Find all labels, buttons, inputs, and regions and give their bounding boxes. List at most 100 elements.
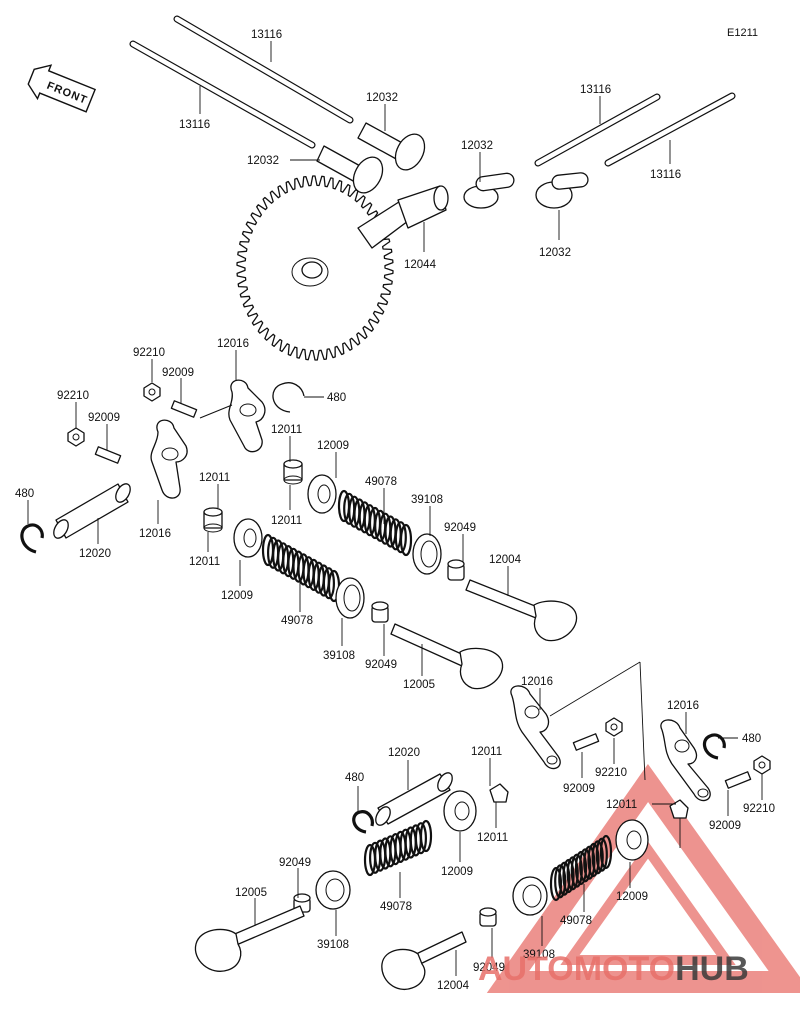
part-label: 12009 <box>317 440 349 452</box>
valve-spring <box>363 819 433 877</box>
push-rod <box>534 93 661 167</box>
part-label: 92049 <box>365 659 397 671</box>
spring-retainer <box>233 518 263 558</box>
part-label: 39108 <box>523 949 555 961</box>
part-label: 12020 <box>79 548 111 560</box>
part-label: 12009 <box>441 866 473 878</box>
rocker-arm <box>660 719 711 802</box>
watermark-text: AUTOMOTOHUB <box>478 950 749 988</box>
watermark-part2: MOTO <box>574 950 675 988</box>
valve-spring <box>261 533 341 603</box>
watermark-part3: HUB <box>675 950 749 988</box>
spring-coil <box>566 856 579 891</box>
part-label: 39108 <box>317 939 349 951</box>
front-arrow-icon: FRONT <box>27 64 97 113</box>
rocker-pivot <box>669 799 689 819</box>
part-label: 12009 <box>221 590 253 602</box>
part-label: 13116 <box>650 169 681 181</box>
exhaust-valve <box>381 931 467 990</box>
part-label: 39108 <box>411 494 443 506</box>
adjusting-screw <box>170 400 198 418</box>
rocker-shaft <box>53 483 131 539</box>
valve-spring <box>337 489 413 557</box>
spring-coil <box>554 864 567 899</box>
part-label: 39108 <box>323 650 355 662</box>
rocker-arm <box>199 379 266 453</box>
part-label: 12016 <box>139 528 171 540</box>
part-label: 13116 <box>580 84 611 96</box>
rocker-pivot <box>203 507 223 533</box>
spring-coil <box>570 853 583 888</box>
part-label: 12044 <box>404 259 437 271</box>
part-label: 12011 <box>271 515 302 527</box>
spring-retainer <box>443 790 477 832</box>
part-label: 92049 <box>444 522 476 534</box>
part-label: 92009 <box>88 412 120 424</box>
spring-coil <box>414 822 427 855</box>
nut <box>143 382 161 402</box>
spring-seat <box>315 870 351 910</box>
part-label: 49078 <box>281 615 313 627</box>
part-label: 12005 <box>235 887 267 899</box>
part-label: 12020 <box>388 747 420 759</box>
part-label: 480 <box>327 392 346 404</box>
part-label: 12032 <box>461 140 493 152</box>
spring-coil <box>587 842 600 878</box>
part-label: 92210 <box>743 803 775 815</box>
circlip <box>352 810 374 834</box>
part-label: 92009 <box>162 367 194 379</box>
part-label: 12004 <box>437 980 470 992</box>
rocker-pivot <box>283 459 303 485</box>
part-label: 92009 <box>709 820 741 832</box>
spring-coil <box>322 567 335 600</box>
spring-seat <box>335 577 365 619</box>
stem-seal <box>447 559 465 581</box>
valve-lifter <box>357 122 426 171</box>
part-label: 12005 <box>403 679 435 691</box>
spring-retainer <box>615 819 649 861</box>
valve-lifter <box>316 145 384 194</box>
valve-lifter <box>535 172 589 209</box>
rocker-shaft <box>375 772 453 826</box>
circlip <box>20 523 44 554</box>
circlip <box>272 382 305 413</box>
nut <box>605 717 623 737</box>
adjusting-screw <box>572 733 600 751</box>
part-label: 92210 <box>57 390 89 402</box>
stem-seal <box>479 907 497 927</box>
spring-seat <box>412 533 442 575</box>
spring-coil <box>583 845 596 880</box>
part-label: 12032 <box>247 155 279 167</box>
part-label: 12011 <box>471 746 502 758</box>
spring-coil <box>394 521 407 554</box>
push-rod <box>173 15 354 124</box>
part-label: 92210 <box>133 347 165 359</box>
part-label: 480 <box>15 488 34 500</box>
rocker-arm <box>150 419 188 499</box>
adjusting-screw <box>724 771 752 789</box>
spring-retainer <box>307 474 337 514</box>
push-rod <box>129 40 316 149</box>
valve-lifter <box>463 172 515 209</box>
part-label: 12032 <box>539 247 571 259</box>
spring-coil <box>558 861 571 896</box>
part-label: 92210 <box>595 767 627 779</box>
part-label: 12016 <box>217 338 249 350</box>
spring-coil <box>399 523 413 557</box>
diagram-code: E1211 <box>727 27 758 39</box>
exhaust-valve <box>465 579 578 642</box>
adjusting-screw <box>94 446 122 464</box>
part-label: 12011 <box>199 472 230 484</box>
part-label: 92049 <box>473 962 505 974</box>
part-label: 12032 <box>366 92 398 104</box>
camshaft-gear <box>236 175 449 361</box>
rocker-arm <box>510 685 561 770</box>
valve-spring <box>549 834 613 902</box>
part-label: 92009 <box>563 783 595 795</box>
circlip <box>702 733 726 760</box>
part-label: 12011 <box>189 556 220 568</box>
spring-coil <box>549 866 563 902</box>
spring-coil <box>579 848 592 883</box>
